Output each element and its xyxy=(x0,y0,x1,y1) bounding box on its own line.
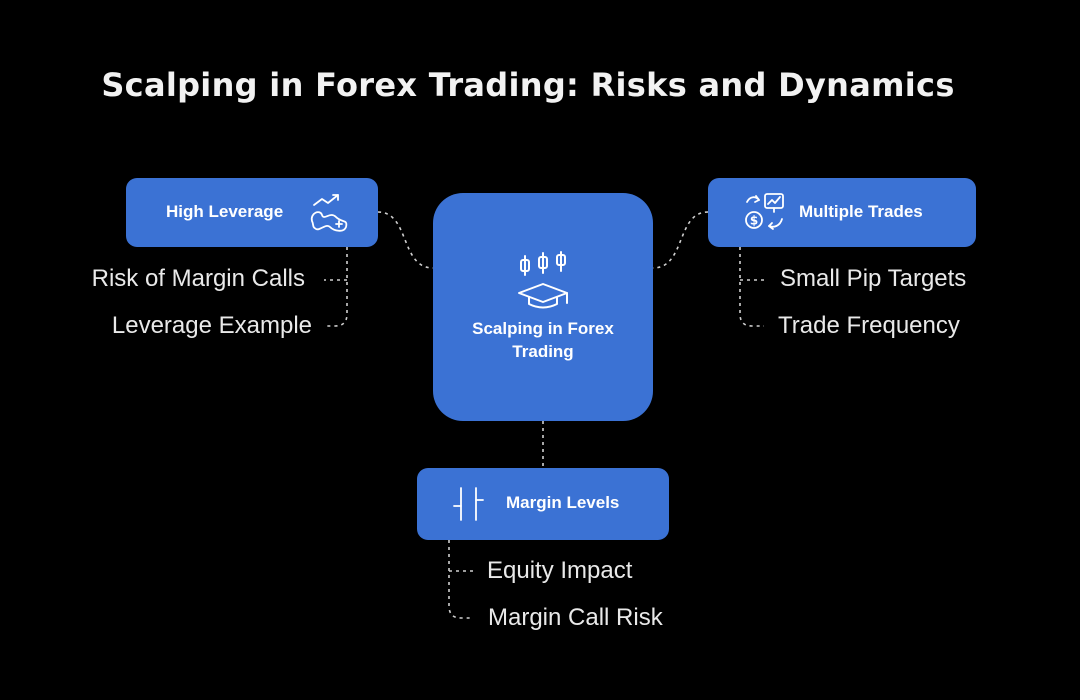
center-node-label: Scalping in Forex Trading xyxy=(472,319,614,361)
connector-leverage-center xyxy=(377,211,434,269)
small-pip-targets-item: Small Pip Targets xyxy=(780,265,967,292)
diagram-title: Scalping in Forex Trading: Risks and Dyn… xyxy=(101,66,955,104)
candlestick-graduation-cap-icon xyxy=(518,251,568,309)
margin-call-risk-item: Margin Call Risk xyxy=(488,604,663,631)
risk-of-margin-calls-item: Risk of Margin Calls xyxy=(91,265,305,292)
multiple-trades-node: $ Multiple Trades xyxy=(708,178,976,247)
margin-levels-label: Margin Levels xyxy=(506,493,620,512)
trades-exchange-icon: $ xyxy=(745,193,784,230)
equity-impact-item: Equity Impact xyxy=(487,557,633,584)
center-node: Scalping in Forex Trading xyxy=(433,193,653,421)
connector-leverage-items xyxy=(324,247,348,327)
leverage-chart-icon xyxy=(310,194,348,232)
trade-frequency-item: Trade Frequency xyxy=(778,312,960,339)
multiple-trades-label: Multiple Trades xyxy=(799,202,923,221)
high-leverage-node: High Leverage xyxy=(126,178,378,247)
connector-margin-items xyxy=(448,540,473,619)
svg-text:$: $ xyxy=(750,214,758,228)
connector-trades-center xyxy=(652,211,709,269)
margin-bars-icon xyxy=(453,487,484,521)
leverage-example-item: Leverage Example xyxy=(111,312,312,339)
connector-trades-items xyxy=(739,247,764,327)
margin-levels-node: Margin Levels xyxy=(417,468,669,540)
high-leverage-label: High Leverage xyxy=(166,202,284,221)
